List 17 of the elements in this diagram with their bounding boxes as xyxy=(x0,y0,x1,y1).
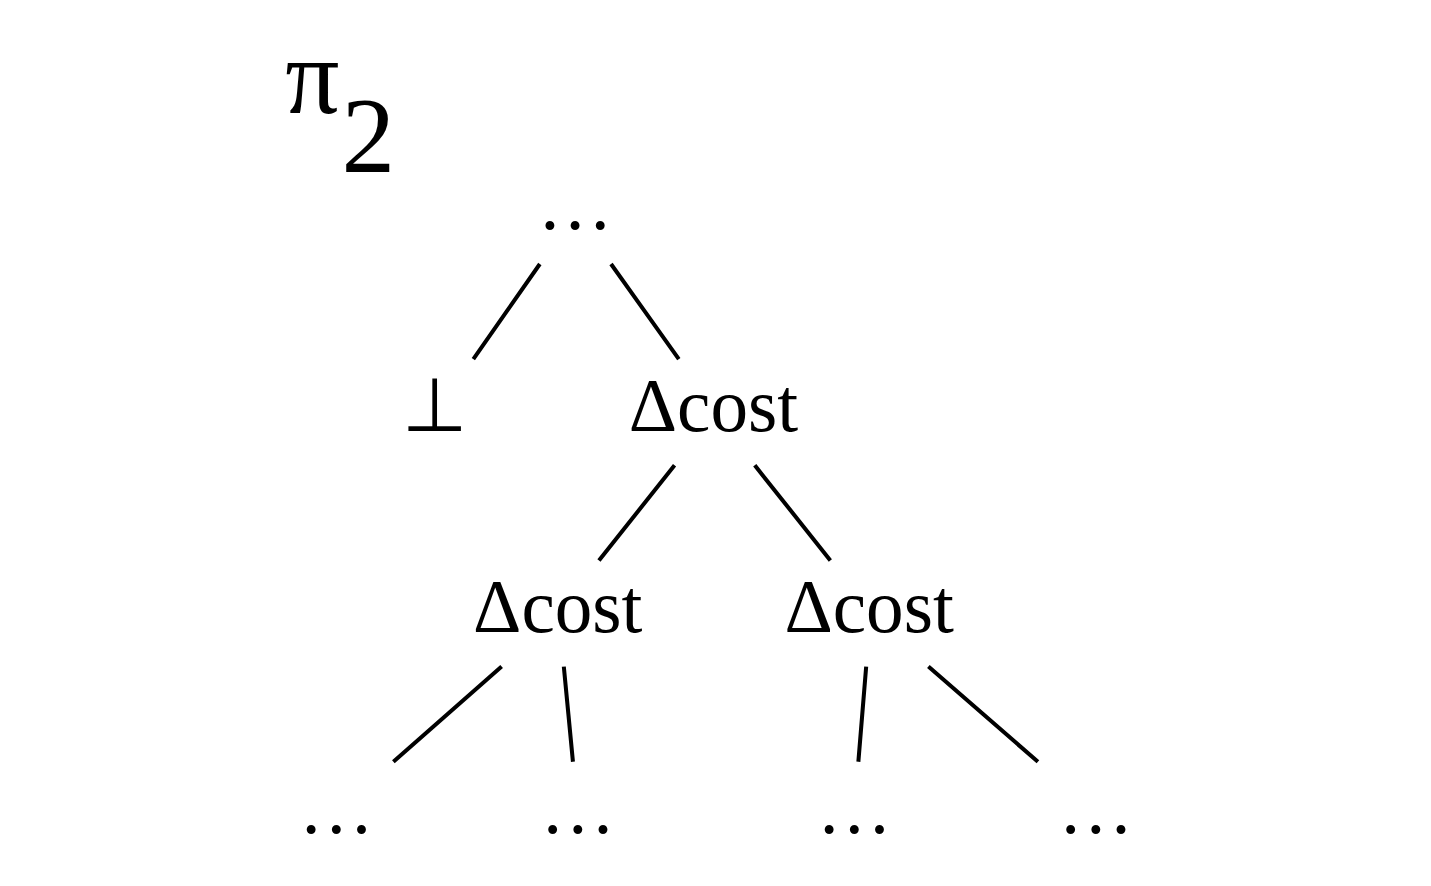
connector xyxy=(752,464,832,562)
node-text: Δcost xyxy=(783,564,954,648)
connector xyxy=(926,665,1039,764)
node-text: … xyxy=(816,766,892,850)
connector xyxy=(596,464,676,562)
node-text: ⊥ xyxy=(401,363,467,447)
connector xyxy=(471,262,541,361)
node-text: … xyxy=(298,766,374,850)
node-text: … xyxy=(537,162,613,246)
node-text: Δcost xyxy=(628,363,798,447)
connector xyxy=(855,666,868,762)
node-text: … xyxy=(539,766,615,850)
node-text: Δcost xyxy=(472,564,642,648)
connector xyxy=(608,262,680,361)
connector xyxy=(561,666,575,762)
node-text: … xyxy=(1057,766,1133,850)
connector xyxy=(391,665,503,764)
